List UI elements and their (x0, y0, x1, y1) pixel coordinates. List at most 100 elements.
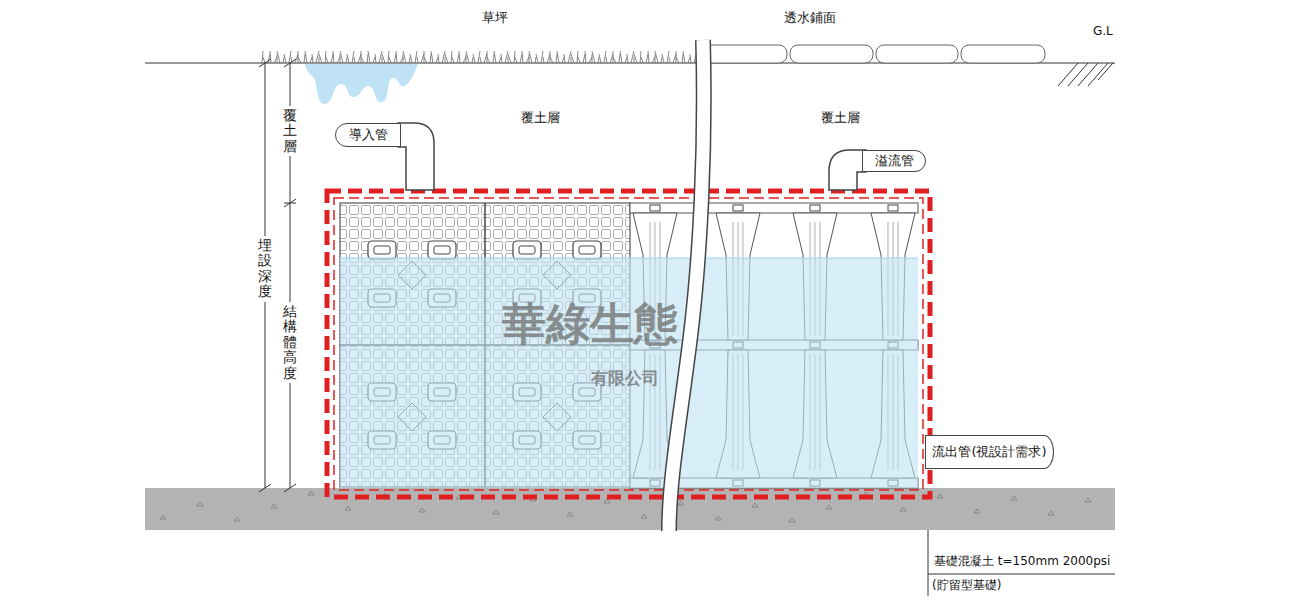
concrete-base (715, 516, 721, 520)
grass (346, 57, 347, 63)
dimension-lines (259, 484, 271, 492)
grass (436, 57, 438, 63)
concrete-base (826, 505, 832, 509)
part-label: G.L (1093, 24, 1113, 38)
storage-modules (573, 241, 601, 259)
grass (583, 54, 585, 63)
grass (499, 57, 501, 63)
grass (305, 51, 307, 63)
grass (662, 54, 664, 63)
grass (445, 57, 446, 63)
grass (368, 51, 370, 63)
grass (295, 54, 298, 63)
grass (515, 57, 517, 63)
grass (661, 57, 662, 63)
pipe-label: 溢流管 (875, 152, 914, 170)
grass (494, 51, 496, 63)
grass (352, 51, 354, 63)
concrete-base (1011, 496, 1017, 500)
ground-line (1078, 63, 1098, 86)
grass (604, 51, 606, 63)
grass (452, 57, 454, 63)
grass (319, 54, 322, 63)
grass (577, 51, 578, 63)
grass (578, 57, 580, 63)
grass (438, 54, 439, 63)
storage-modules (368, 241, 396, 259)
grass (270, 51, 271, 63)
observation-pipe (669, 40, 704, 531)
grass (535, 57, 536, 63)
part-label: 基礎混凝土 t=150mm 2000psi (934, 554, 1110, 568)
grass (599, 54, 601, 63)
column-modules (888, 205, 898, 211)
grass (451, 51, 452, 63)
grass (367, 54, 368, 63)
stored-water (340, 258, 918, 488)
grass (340, 51, 343, 63)
grass (347, 54, 349, 63)
grass (472, 57, 473, 63)
grass (667, 51, 669, 63)
grass (304, 54, 305, 63)
grass (683, 51, 685, 63)
stored-water (340, 258, 918, 259)
concrete-base (789, 518, 795, 522)
concrete-base (234, 517, 240, 521)
paving-stones (876, 45, 958, 63)
grass (331, 54, 333, 63)
grass (508, 54, 511, 63)
grass (277, 51, 280, 63)
grass (431, 51, 433, 63)
grass (403, 51, 406, 63)
grass (442, 51, 445, 63)
grass (592, 51, 595, 63)
observation-pipe (669, 40, 704, 531)
concrete-base (900, 507, 906, 511)
grass (556, 54, 557, 63)
column-modules (733, 205, 743, 211)
stored-water (340, 258, 918, 488)
concrete-base (974, 509, 980, 513)
pipe-box: 導入管 (335, 123, 401, 147)
concrete-base (678, 501, 684, 505)
grass (417, 57, 418, 63)
grass (631, 51, 634, 63)
grass (277, 54, 278, 63)
watermark: 有限公司 (591, 368, 659, 388)
dimension-label: 結構體高度 (283, 302, 297, 383)
grass (459, 51, 460, 63)
grass (690, 54, 691, 63)
grass (298, 57, 301, 63)
observation-pipe (669, 40, 704, 531)
grass (564, 54, 565, 63)
grass (634, 54, 637, 63)
grass (676, 57, 679, 63)
column-modules (650, 205, 660, 211)
dimension-lines (284, 203, 296, 204)
ground-line (1088, 63, 1108, 86)
red-boundary (327, 191, 930, 497)
grass (325, 51, 326, 63)
storage-modules (513, 241, 541, 259)
grass (641, 57, 643, 63)
grass (640, 51, 641, 63)
water-splash (305, 64, 418, 104)
pipe-box: 流出管(視設計需求) (925, 435, 1054, 469)
grass (508, 57, 509, 63)
grass (592, 54, 593, 63)
column-modules (810, 205, 820, 211)
storage-modules (434, 246, 450, 254)
concrete-base (308, 491, 314, 495)
grass (326, 57, 328, 63)
grass (682, 54, 683, 63)
grass (514, 51, 515, 63)
grass (571, 57, 572, 63)
grass (382, 57, 383, 63)
grass (655, 51, 658, 63)
grass (373, 57, 375, 63)
concrete-base (604, 499, 610, 503)
dimension-label: 埋設深度 (258, 236, 272, 302)
dimension-label: 覆土層 (283, 106, 297, 156)
grass (430, 54, 431, 63)
